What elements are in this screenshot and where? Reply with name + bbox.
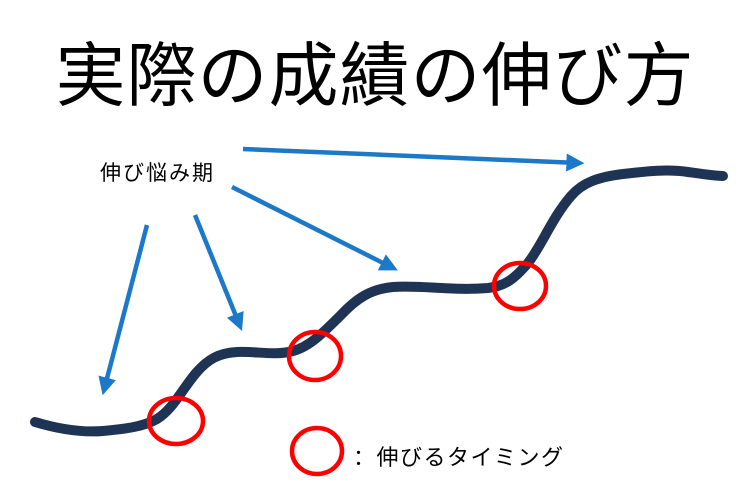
growth-timing-circle-2 bbox=[286, 329, 344, 383]
growth-curve-line bbox=[30, 165, 728, 437]
plateau-period-label: 伸び悩み期 bbox=[100, 162, 215, 185]
growth-timing-circle-1 bbox=[146, 395, 206, 447]
plateau-arrow-1 bbox=[98, 224, 150, 396]
legend-label: ：伸びるタイミング bbox=[353, 445, 565, 470]
slide-title: 実際の成績の伸び方 bbox=[55, 37, 695, 115]
legend-circle-icon bbox=[289, 425, 345, 477]
plateau-arrow-3 bbox=[230, 184, 398, 271]
plateau-arrow-2 bbox=[192, 214, 244, 332]
growth-timing-circle-3 bbox=[491, 260, 549, 312]
plateau-arrow-4 bbox=[242, 146, 585, 172]
